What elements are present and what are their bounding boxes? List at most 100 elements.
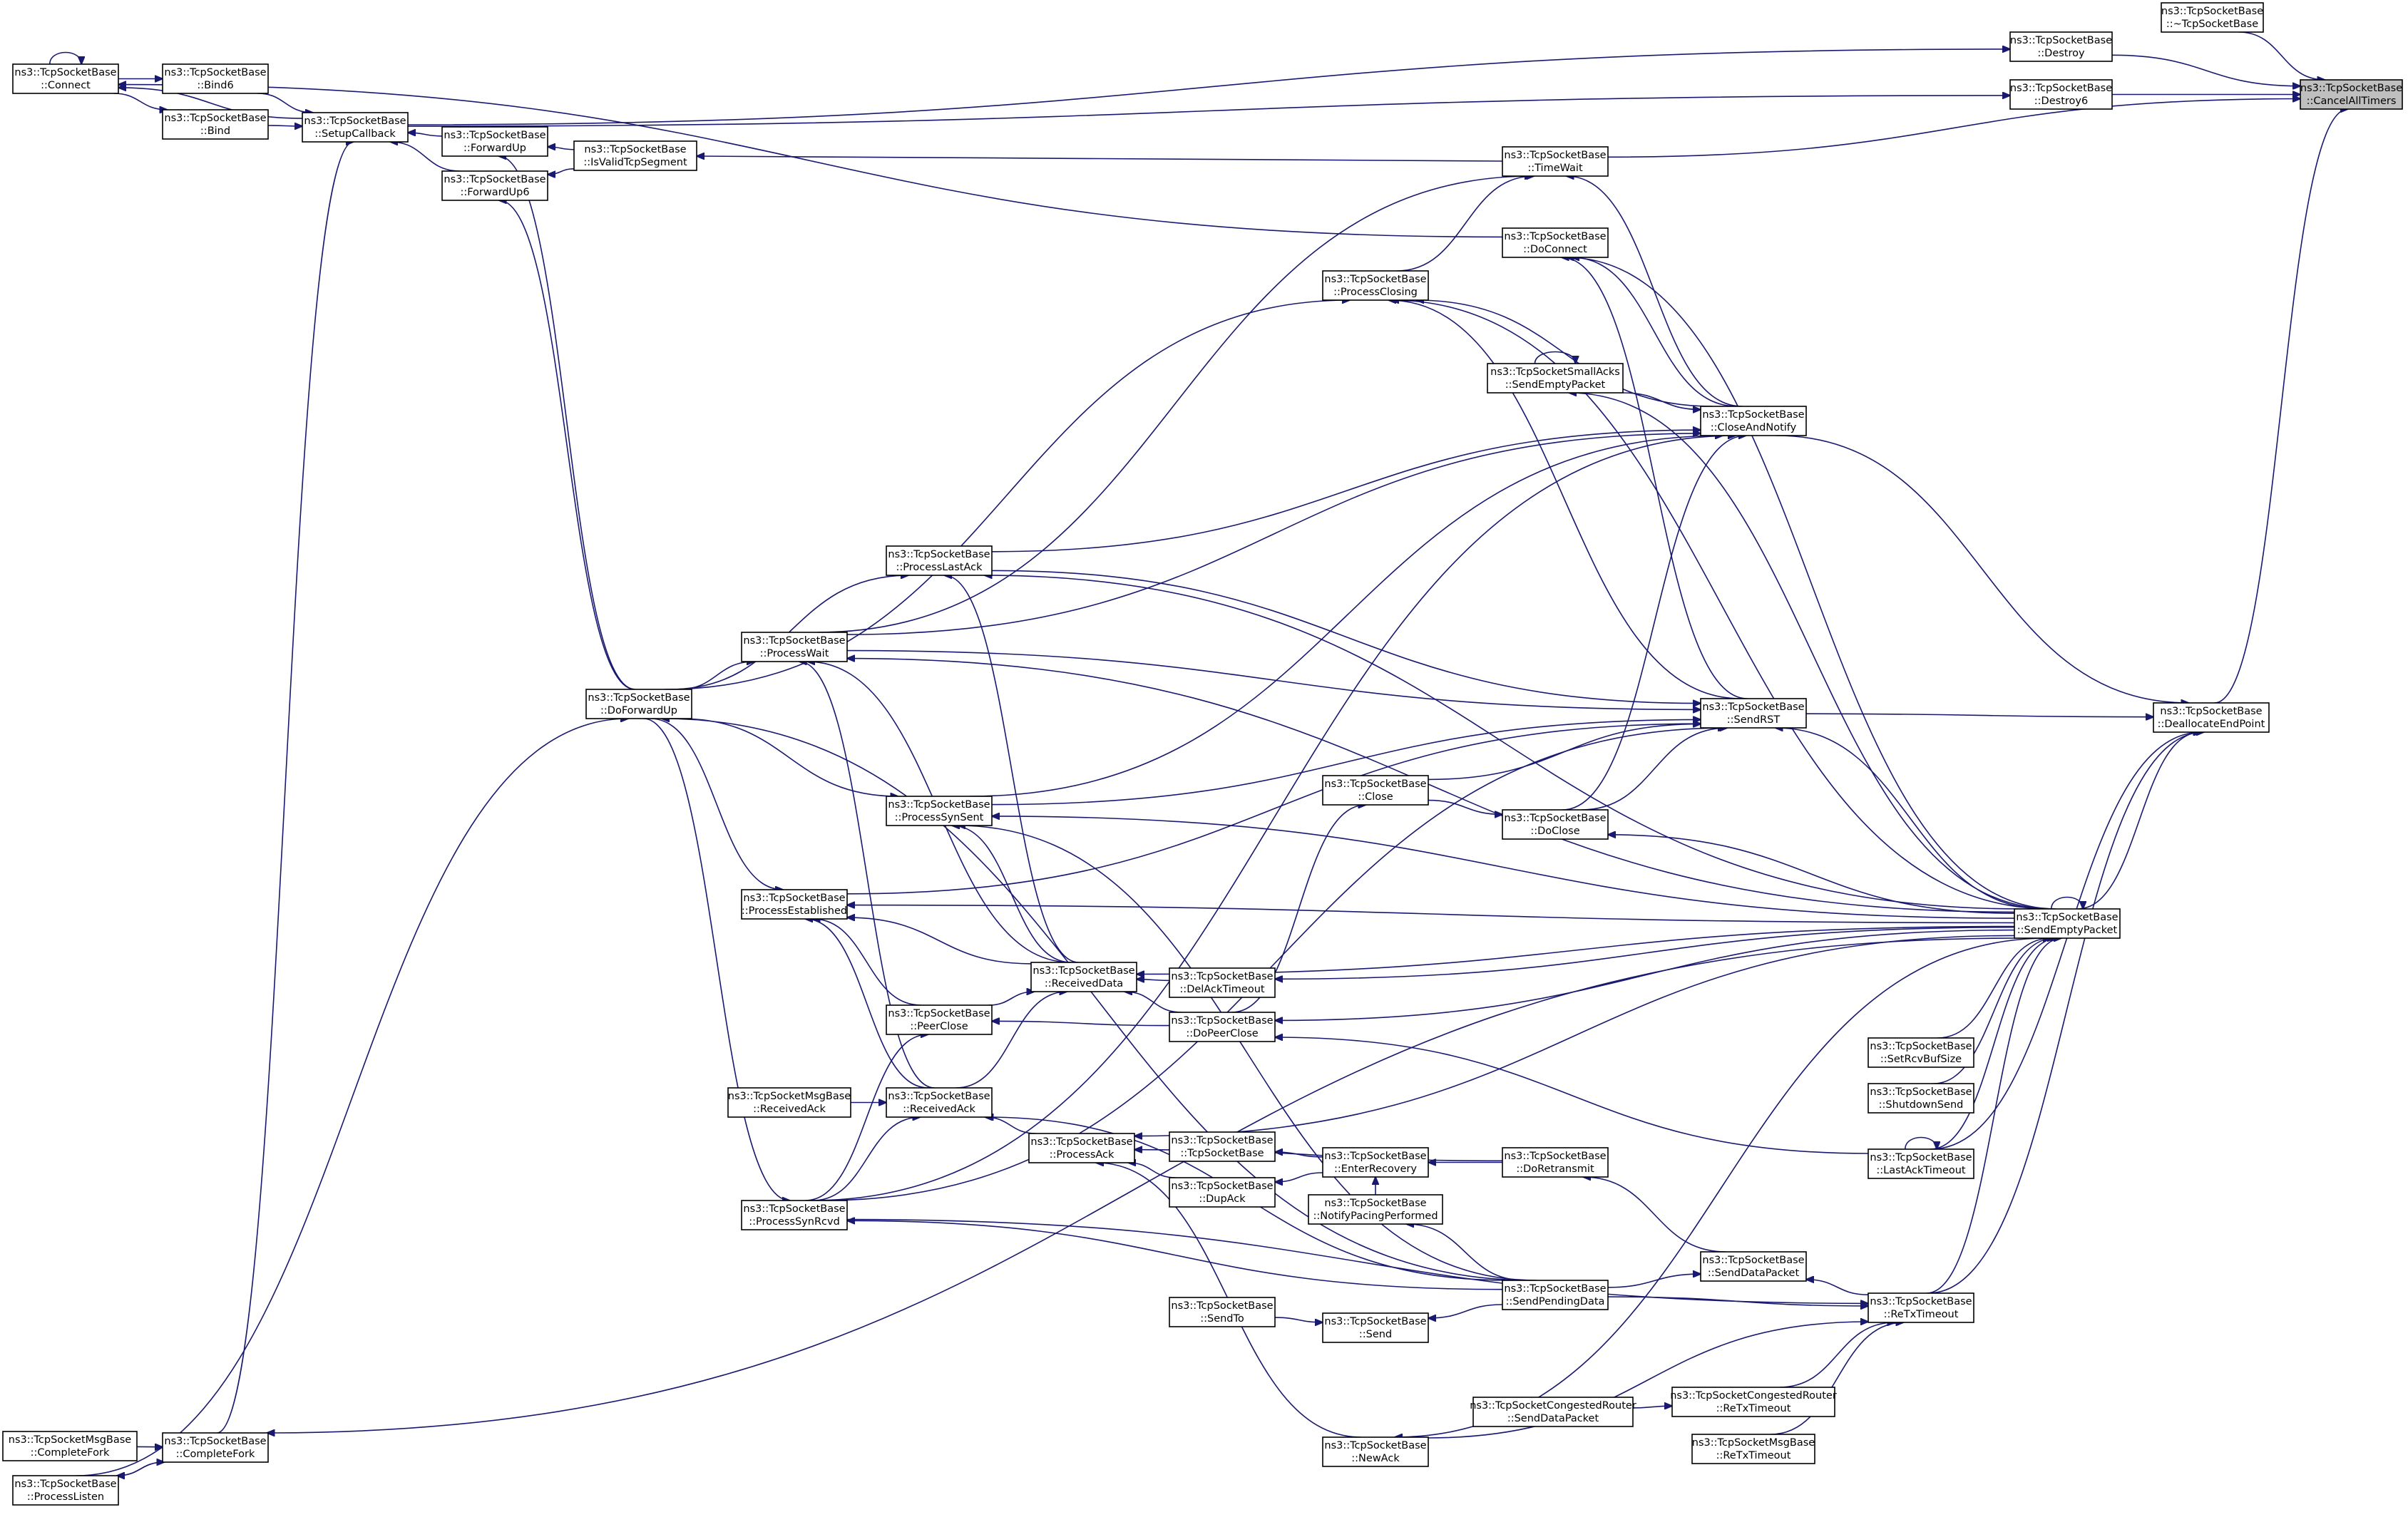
function-node-processsynrcvd[interactable]: ns3::TcpSocketBase::ProcessSynRcvd — [741, 1200, 848, 1230]
call-edge-sendpendingdata-to-doforwardup — [662, 719, 1533, 1281]
function-node-forwardup6[interactable]: ns3::TcpSocketBase::ForwardUp6 — [441, 170, 548, 201]
call-edge-retxtimeout-to-senddatapacket — [1806, 1280, 1869, 1295]
call-edge-sendemptypacket-to-receiveddata — [1137, 925, 2015, 975]
function-node-processlastack[interactable]: ns3::TcpSocketBase::ProcessLastAck — [886, 545, 993, 576]
function-node-msgretxtimeout[interactable]: ns3::TcpSocketMsgBase::ReTxTimeout — [1691, 1434, 1815, 1464]
function-node-setrcvbufsize[interactable]: ns3::TcpSocketBase::SetRcvBufSize — [1868, 1037, 1974, 1068]
function-node-processclosing[interactable]: ns3::TcpSocketBase::ProcessClosing — [1322, 270, 1429, 301]
function-node-destroy[interactable]: ns3::TcpSocketBase::Destroy — [2009, 31, 2113, 62]
function-node-processsynsent[interactable]: ns3::TcpSocketBase::ProcessSynSent — [886, 796, 993, 826]
function-node-peerclose[interactable]: ns3::TcpSocketBase::PeerClose — [886, 1004, 993, 1035]
function-node-completefork[interactable]: ns3::TcpSocketBase::CompleteFork — [162, 1432, 269, 1463]
function-node-lastacktimeout[interactable]: ns3::TcpSocketBase::LastAckTimeout — [1868, 1148, 1974, 1179]
function-node-timewait[interactable]: ns3::TcpSocketBase::TimeWait — [1502, 146, 1609, 177]
function-class-label: ns3::TcpSocketBase — [164, 67, 266, 78]
function-node-processack[interactable]: ns3::TcpSocketBase::ProcessAck — [1028, 1133, 1135, 1163]
function-name-label: ::ProcessWait — [760, 648, 829, 659]
call-edge-sendpendingdata-to-senddatapacket — [1607, 1274, 1701, 1288]
function-node-setupcallback[interactable]: ns3::TcpSocketBase::SetupCallback — [302, 112, 409, 143]
function-node-destroy6[interactable]: ns3::TcpSocketBase::Destroy6 — [2009, 79, 2113, 110]
function-name-label: ::DeallocateEndPoint — [2158, 719, 2265, 730]
function-node-processestablished[interactable]: ns3::TcpSocketBase::ProcessEstablished — [741, 889, 848, 920]
function-node-dopeerclose[interactable]: ns3::TcpSocketBase::DoPeerClose — [1169, 1012, 1276, 1042]
function-node-senddatapacket[interactable]: ns3::TcpSocketBase::SendDataPacket — [1700, 1251, 1807, 1282]
call-edge-crsenddatapacket-to-crretxtimeout — [1632, 1406, 1672, 1408]
function-class-label: ns3::TcpSocketBase — [14, 1479, 116, 1490]
function-node-box — [441, 170, 548, 201]
function-class-label: ns3::TcpSocketBase — [584, 144, 686, 155]
function-node-box — [1322, 775, 1429, 806]
function-node-box — [1169, 1131, 1276, 1162]
function-node-box — [1868, 1148, 1974, 1179]
function-node-close[interactable]: ns3::TcpSocketBase::Close — [1322, 775, 1429, 806]
function-node-send[interactable]: ns3::TcpSocketBase::Send — [1322, 1312, 1429, 1343]
call-edge-delacktimeout-to-receiveddata — [1137, 980, 1170, 981]
function-node-crsenddatapacket[interactable]: ns3::TcpSocketCongestedRouter::SendDataP… — [1470, 1397, 1636, 1427]
function-node-connect[interactable]: ns3::TcpSocketBase::Connect — [12, 63, 119, 94]
function-node-msgcompletefork[interactable]: ns3::TcpSocketMsgBase::CompleteFork — [2, 1431, 138, 1461]
function-name-label: ::SendRST — [1727, 714, 1781, 726]
function-node-retxtimeout[interactable]: ns3::TcpSocketBase::ReTxTimeout — [1868, 1292, 1974, 1323]
function-node-doconnect[interactable]: ns3::TcpSocketBase::DoConnect — [1502, 227, 1609, 258]
function-node-bind[interactable]: ns3::TcpSocketBase::Bind — [162, 109, 269, 140]
function-node-sendrst[interactable]: ns3::TcpSocketBase::SendRST — [1700, 698, 1807, 729]
function-node-smallacks[interactable]: ns3::TcpSocketSmallAcks::SendEmptyPacket — [1487, 363, 1624, 394]
call-edge-destroy-to-cancelalltimers — [2111, 54, 2300, 86]
function-name-label: ::DoRetransmit — [1516, 1163, 1594, 1175]
call-edge-lastacktimeout-to-dopeerclose — [1275, 1037, 1869, 1154]
function-node-sendto[interactable]: ns3::TcpSocketBase::SendTo — [1169, 1297, 1276, 1327]
call-edge-dopeerclose-to-peerclose — [992, 1021, 1170, 1027]
function-node-deallocateendpoint[interactable]: ns3::TcpSocketBase::DeallocateEndPoint — [2153, 702, 2270, 733]
function-node-enterrecovery[interactable]: ns3::TcpSocketBase::EnterRecovery — [1322, 1147, 1429, 1178]
function-node-shutdownsend[interactable]: ns3::TcpSocketBase::ShutdownSend — [1868, 1083, 1974, 1114]
function-node-notifypacing[interactable]: ns3::TcpSocketBase::NotifyPacingPerforme… — [1308, 1194, 1443, 1225]
function-name-label: ::SendEmptyPacket — [1505, 379, 1606, 391]
function-class-label: ns3::TcpSocketBase — [1504, 813, 1606, 824]
function-node-dupack[interactable]: ns3::TcpSocketBase::DupAck — [1169, 1177, 1276, 1208]
function-node-box — [1472, 1397, 1634, 1427]
function-name-label: ::IsValidTcpSegment — [583, 157, 687, 168]
call-edge-sendemptypacket-to-deallocateendpoint — [2077, 732, 2200, 910]
function-node-processwait[interactable]: ns3::TcpSocketBase::ProcessWait — [741, 632, 848, 662]
function-node-msgreceivedack[interactable]: ns3::TcpSocketMsgBase::ReceivedAck — [727, 1087, 851, 1118]
function-node-forwardup[interactable]: ns3::TcpSocketBase::ForwardUp — [441, 126, 548, 157]
function-node-delacktimeout[interactable]: ns3::TcpSocketBase::DelAckTimeout — [1169, 967, 1276, 998]
function-node-bind6[interactable]: ns3::TcpSocketBase::Bind6 — [162, 63, 269, 94]
function-node-processlisten[interactable]: ns3::TcpSocketBase::ProcessListen — [12, 1475, 119, 1506]
function-name-label: ::Connect — [41, 80, 91, 91]
function-node-closeandnotify[interactable]: ns3::TcpSocketBase::CloseAndNotify — [1700, 406, 1807, 436]
call-edge-sendemptypacket-to-sendemptypacket — [2051, 896, 2083, 910]
function-node-box — [1169, 1297, 1276, 1327]
function-node-isvalidtcpsegment[interactable]: ns3::TcpSocketBase::IsValidTcpSegment — [573, 140, 697, 171]
function-node-box — [741, 632, 848, 662]
function-node-cancelalltimers[interactable]: ns3::TcpSocketBase::CancelAllTimers — [2300, 79, 2403, 110]
function-node-box — [1322, 270, 1429, 301]
function-node-receivedack[interactable]: ns3::TcpSocketBase::ReceivedAck — [886, 1087, 993, 1118]
function-node-sendemptypacket[interactable]: ns3::TcpSocketBase::SendEmptyPacket — [2014, 908, 2121, 939]
function-node-sendpendingdata[interactable]: ns3::TcpSocketBase::SendPendingData — [1502, 1280, 1609, 1310]
function-node-box — [1868, 1292, 1974, 1323]
function-node-doclose[interactable]: ns3::TcpSocketBase::DoClose — [1502, 809, 1609, 840]
function-node-crretxtimeout[interactable]: ns3::TcpSocketCongestedRouter::ReTxTimeo… — [1670, 1387, 1837, 1417]
function-node-ctor[interactable]: ns3::TcpSocketBase::TcpSocketBase — [1169, 1131, 1276, 1162]
function-node-doretransmit[interactable]: ns3::TcpSocketBase::DoRetransmit — [1502, 1147, 1609, 1178]
function-node-receiveddata[interactable]: ns3::TcpSocketBase::ReceivedData — [1030, 962, 1137, 992]
call-edge-processsynsent-to-sendrst — [991, 719, 1701, 806]
function-node-doforwardup[interactable]: ns3::TcpSocketBase::DoForwardUp — [585, 689, 692, 719]
function-node-newack[interactable]: ns3::TcpSocketBase::NewAck — [1322, 1436, 1429, 1467]
function-node-box — [1700, 698, 1807, 729]
call-edge-enterrecovery-to-dupack — [1275, 1172, 1323, 1182]
function-node-box — [886, 796, 993, 826]
call-edge-closeandnotify-to-deallocateendpoint — [1776, 435, 2189, 703]
function-class-label: ns3::TcpSocketBase — [444, 174, 545, 185]
function-node-box — [1169, 967, 1276, 998]
function-name-label: ::NotifyPacingPerformed — [1313, 1210, 1438, 1222]
function-class-label: ns3::TcpSocketBase — [1504, 1283, 1606, 1295]
function-name-label: ::~TcpSocketBase — [2166, 19, 2258, 30]
call-edge-timewait-to-cancelalltimers — [1607, 99, 2300, 158]
function-node-destructor[interactable]: ns3::TcpSocketBase::~TcpSocketBase — [2161, 2, 2264, 33]
call-edge-enterrecovery-to-ctor — [1275, 1152, 1323, 1158]
function-name-label: ::SendDataPacket — [1708, 1268, 1800, 1279]
call-edge-doforwardup-to-processsynrcvd — [643, 718, 790, 1201]
function-name-label: ::ProcessSynSent — [895, 812, 984, 823]
